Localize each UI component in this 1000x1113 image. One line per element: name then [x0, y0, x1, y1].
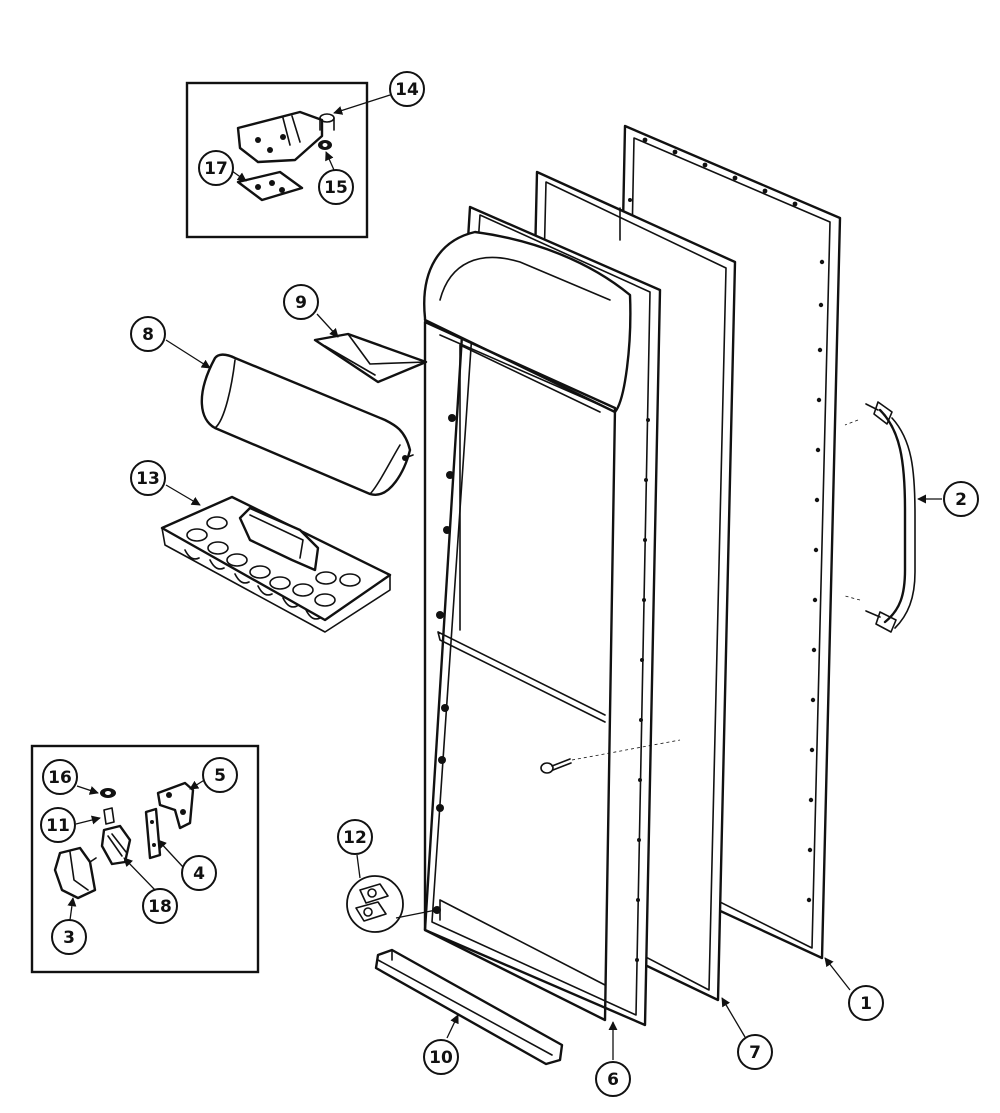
callout-1-label: 1	[860, 994, 872, 1014]
callout-2: 2	[943, 481, 979, 517]
callout-5: 5	[202, 757, 238, 793]
liner-screw	[540, 739, 681, 774]
callout-3: 3	[51, 919, 87, 955]
door-handle	[844, 401, 916, 633]
callout-18-label: 18	[148, 897, 172, 917]
shelf-rail	[374, 948, 564, 1066]
callout-8-label: 8	[142, 325, 154, 345]
egg-tray	[160, 495, 392, 633]
callout-13: 13	[130, 460, 166, 496]
callout-17: 17	[198, 150, 234, 186]
callout-11: 11	[40, 807, 76, 843]
callout-14: 14	[389, 71, 425, 107]
callout-7-label: 7	[749, 1043, 761, 1063]
callout-3-label: 3	[63, 928, 75, 948]
callout-12: 12	[337, 819, 373, 855]
callout-11-label: 11	[46, 816, 70, 836]
callout-10: 10	[423, 1039, 459, 1075]
callout-14-label: 14	[395, 80, 419, 100]
callout-4-label: 4	[193, 864, 205, 884]
callout-10-label: 10	[429, 1048, 453, 1068]
callout-16-label: 16	[48, 768, 72, 788]
callout-6-label: 6	[607, 1070, 619, 1090]
callout-16: 16	[42, 759, 78, 795]
callout-4: 4	[181, 855, 217, 891]
callout-2-label: 2	[955, 490, 967, 510]
door-liner	[423, 205, 662, 1027]
callout-7: 7	[737, 1034, 773, 1070]
callout-13-label: 13	[136, 469, 160, 489]
callout-1: 1	[848, 985, 884, 1021]
callout-6: 6	[595, 1061, 631, 1097]
callout-9: 9	[283, 284, 319, 320]
callout-18: 18	[142, 888, 178, 924]
small-tray	[313, 332, 428, 384]
door-stop-inset	[346, 875, 437, 933]
callout-12-label: 12	[343, 828, 367, 848]
bin-cover	[200, 353, 414, 496]
callout-17-label: 17	[204, 159, 228, 179]
callout-8: 8	[130, 316, 166, 352]
leader-lines	[67, 94, 942, 1060]
callout-15-label: 15	[324, 178, 348, 198]
callout-5-label: 5	[214, 766, 226, 786]
callout-15: 15	[318, 169, 354, 205]
callout-9-label: 9	[295, 293, 307, 313]
